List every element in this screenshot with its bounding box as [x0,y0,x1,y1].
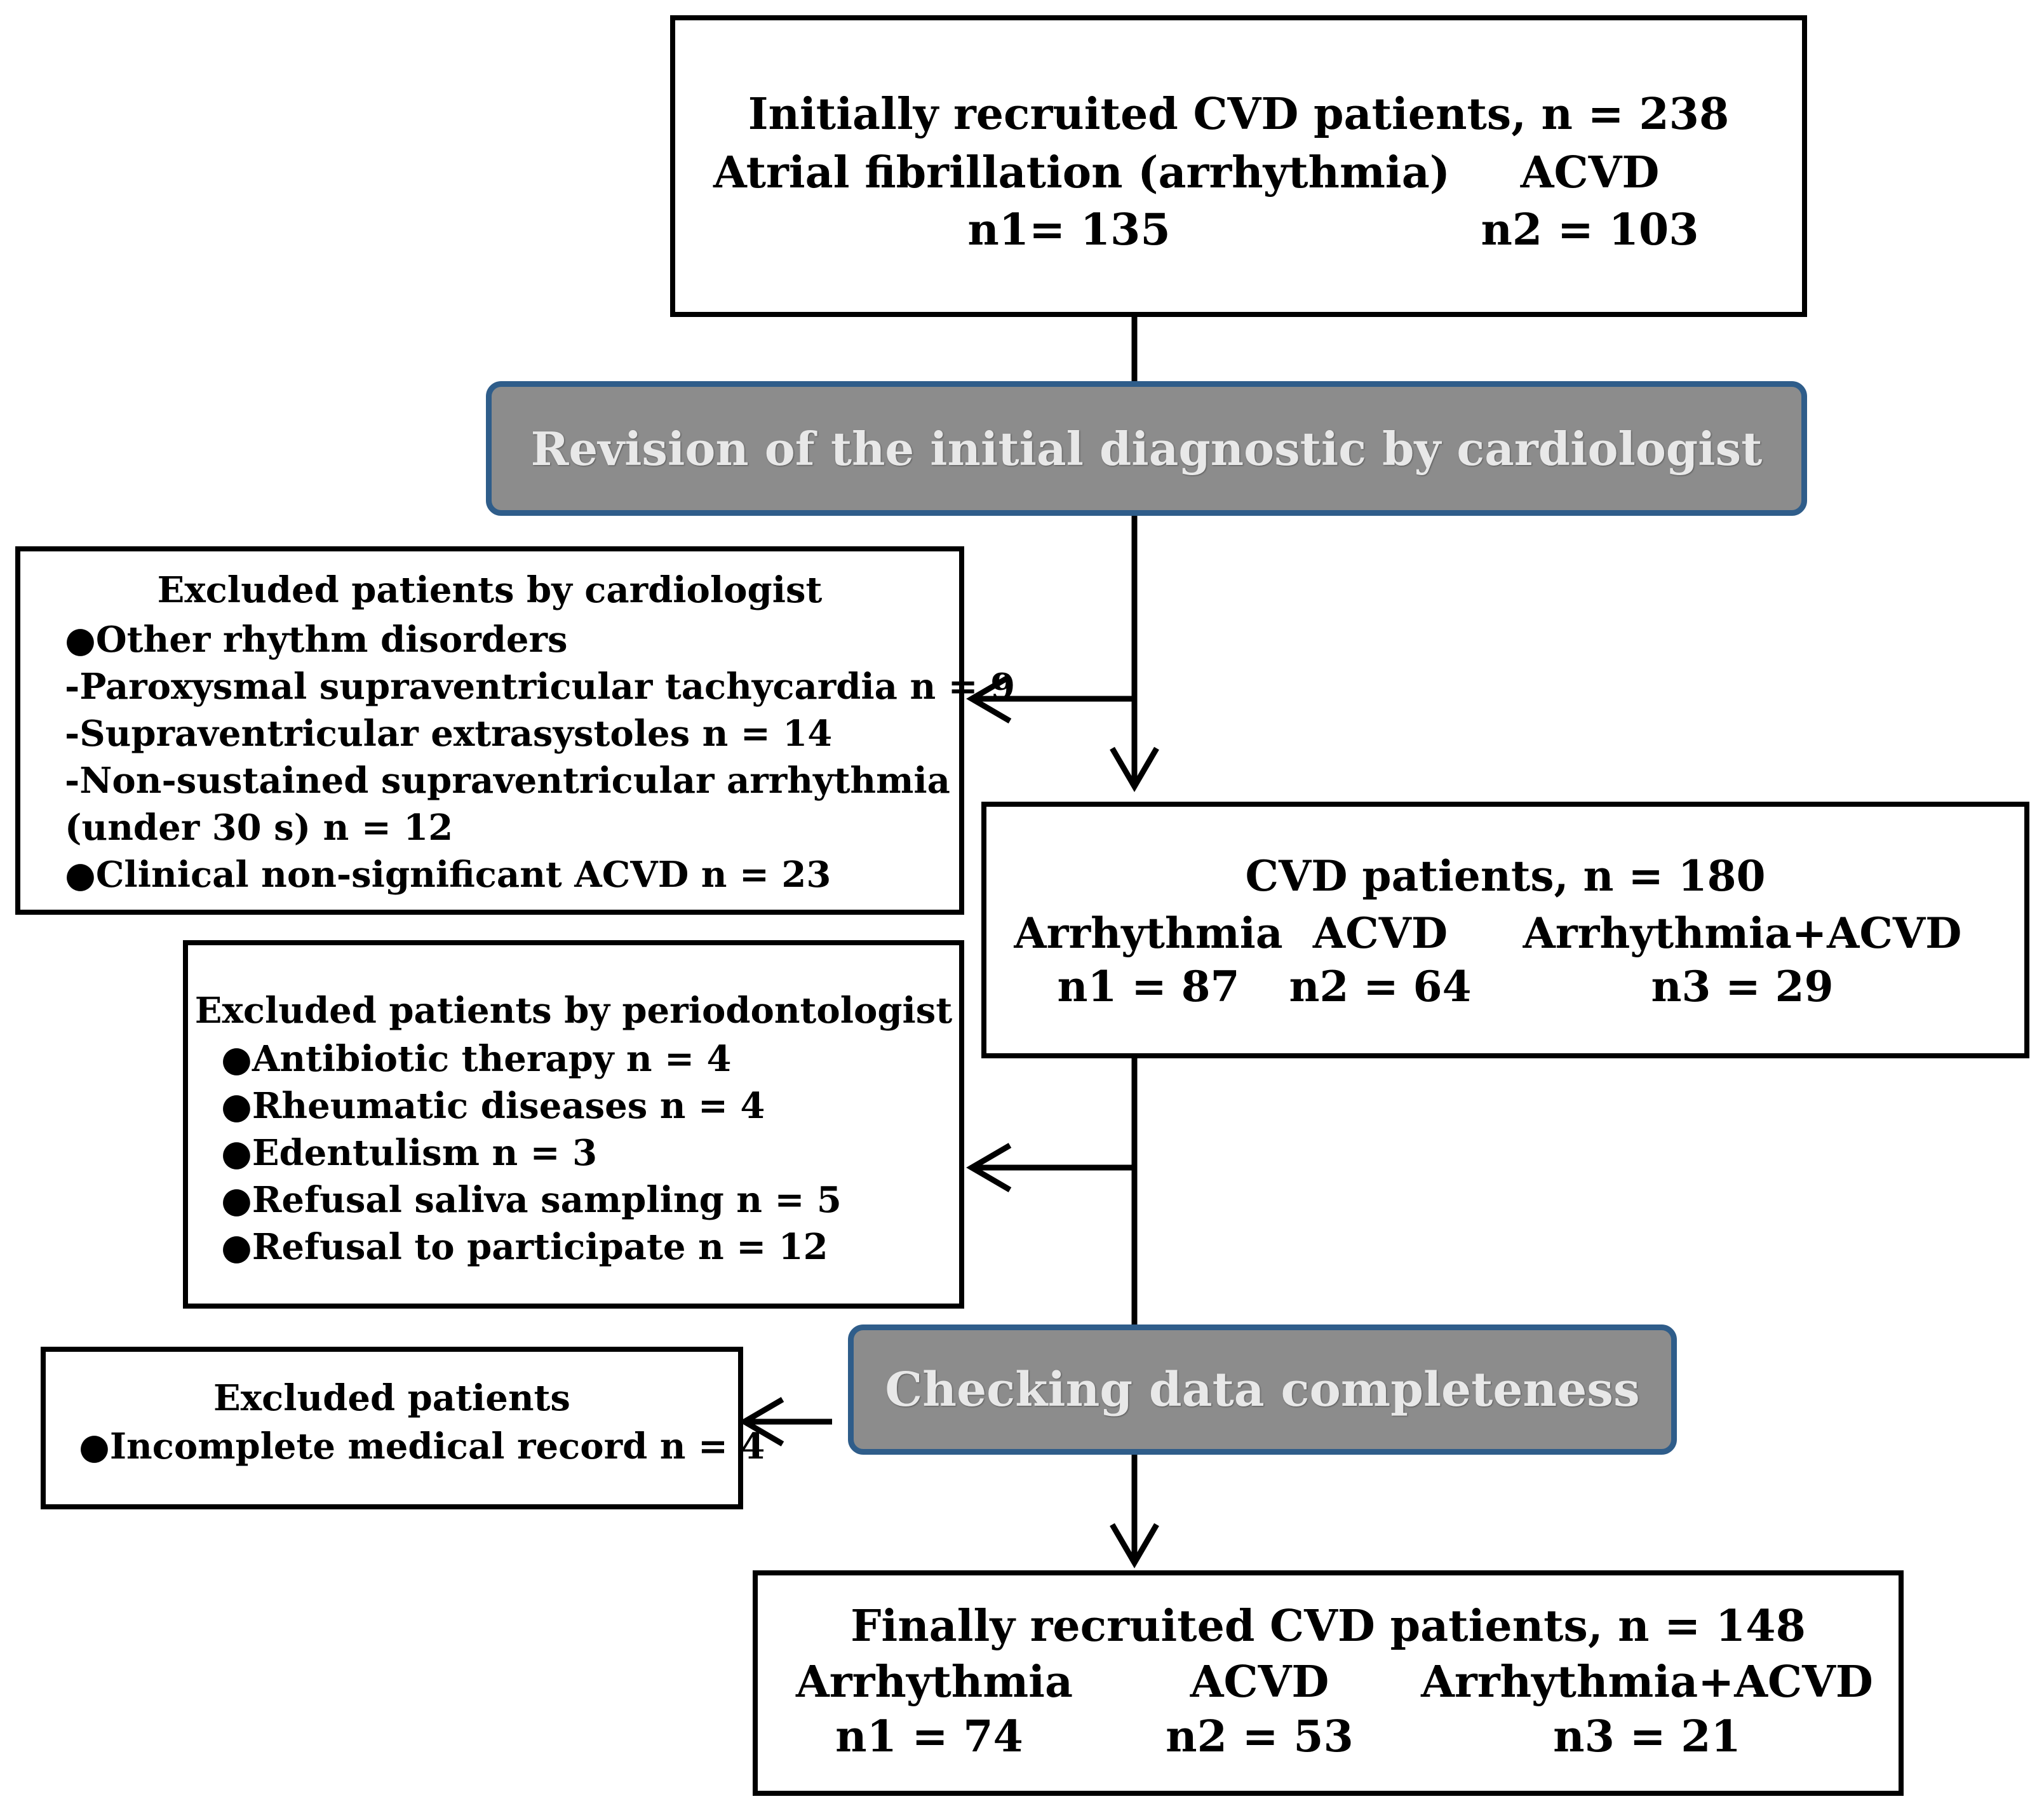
group-count: n2 = 103 [1481,205,1699,255]
group-label: Arrhythmia+ACVD [1421,1657,1873,1708]
final-group-acvd: ACVD n2 = 53 [1133,1657,1387,1762]
final-group-arrhythmia: Arrhythmia n1 = 74 [796,1657,1073,1762]
excluded-cardiologist-box: Excluded patients by cardiologist ●Other… [15,546,1015,915]
stage-checking-data: Checking data completeness [848,1324,1677,1455]
group-label: Arrhythmia+ACVD [1523,908,1962,958]
cvd-patients-title: CVD patients, n = 180 [1245,851,1766,901]
list-item: -Non-sustained supraventricular arrhythm… [65,760,950,802]
initial-group-arrhythmia: Atrial fibrillation (arrhythmia) n1= 135 [713,147,1450,255]
group-label: ACVD [1190,1657,1329,1708]
group-label: ACVD [1312,908,1448,958]
excluded-periodontologist-box: Excluded patients by periodontologist ●A… [183,940,964,1309]
excluded-periodontologist-title: Excluded patients by periodontologist [194,990,953,1032]
list-item: ●Refusal to participate n = 12 [221,1226,828,1268]
list-item: ●Other rhythm disorders [65,619,568,661]
initial-recruited-title: Initially recruited CVD patients, n = 23… [748,89,1730,140]
group-count: n1 = 74 [835,1711,1023,1762]
group-count: n2 = 64 [1289,962,1472,1011]
cvd-patients-box: CVD patients, n = 180 Arrhythmia n1 = 87… [981,802,2029,1058]
list-item: ●Edentulism n = 3 [221,1132,598,1174]
group-count: n1 = 87 [1057,962,1240,1011]
list-item: -Supraventricular extrasystoles n = 14 [65,713,833,755]
stage-label: Revision of the initial diagnostic by ca… [530,421,1763,476]
cvd-group-acvd: ACVD n2 = 64 [1285,908,1476,1011]
stage-label: Checking data completeness [885,1362,1640,1417]
group-label: Arrhythmia [1014,908,1283,958]
final-recruited-title: Finally recruited CVD patients, n = 148 [851,1601,1806,1652]
list-item: ●Rheumatic diseases n = 4 [221,1085,765,1127]
list-item: -Paroxysmal supraventricular tachycardia… [65,666,1016,708]
list-item: (under 30 s) n = 12 [65,807,454,849]
list-item: ●Incomplete medical record n = 4 [79,1425,765,1467]
list-item: ●Antibiotic therapy n = 4 [221,1038,732,1080]
list-item: ●Clinical non-significant ACVD n = 23 [65,854,831,896]
group-count: n1= 135 [967,205,1171,255]
group-count: n2 = 53 [1166,1711,1354,1762]
final-group-arrhythmia-acvd: Arrhythmia+ACVD n3 = 21 [1412,1657,1882,1762]
initial-recruited-box: Initially recruited CVD patients, n = 23… [670,15,1807,317]
final-recruited-box: Finally recruited CVD patients, n = 148 … [753,1570,1904,1796]
stage-revision-diagnostic: Revision of the initial diagnostic by ca… [486,381,1807,516]
group-count: n3 = 29 [1651,962,1834,1011]
group-count: n3 = 21 [1553,1711,1741,1762]
excluded-data-box: Excluded patients ●Incomplete medical re… [41,1347,765,1509]
list-item: ●Refusal saliva sampling n = 5 [221,1179,842,1221]
group-label: Arrhythmia [796,1657,1073,1708]
excluded-data-title: Excluded patients [213,1377,570,1419]
cvd-group-arrhythmia: Arrhythmia n1 = 87 [1012,908,1285,1011]
group-label: ACVD [1520,147,1660,198]
excluded-cardiologist-title: Excluded patients by cardiologist [157,569,823,611]
group-label: Atrial fibrillation (arrhythmia) [713,147,1450,198]
initial-group-acvd: ACVD n2 = 103 [1437,147,1742,255]
cvd-group-arrhythmia-acvd: Arrhythmia+ACVD n3 = 29 [1520,908,1965,1011]
